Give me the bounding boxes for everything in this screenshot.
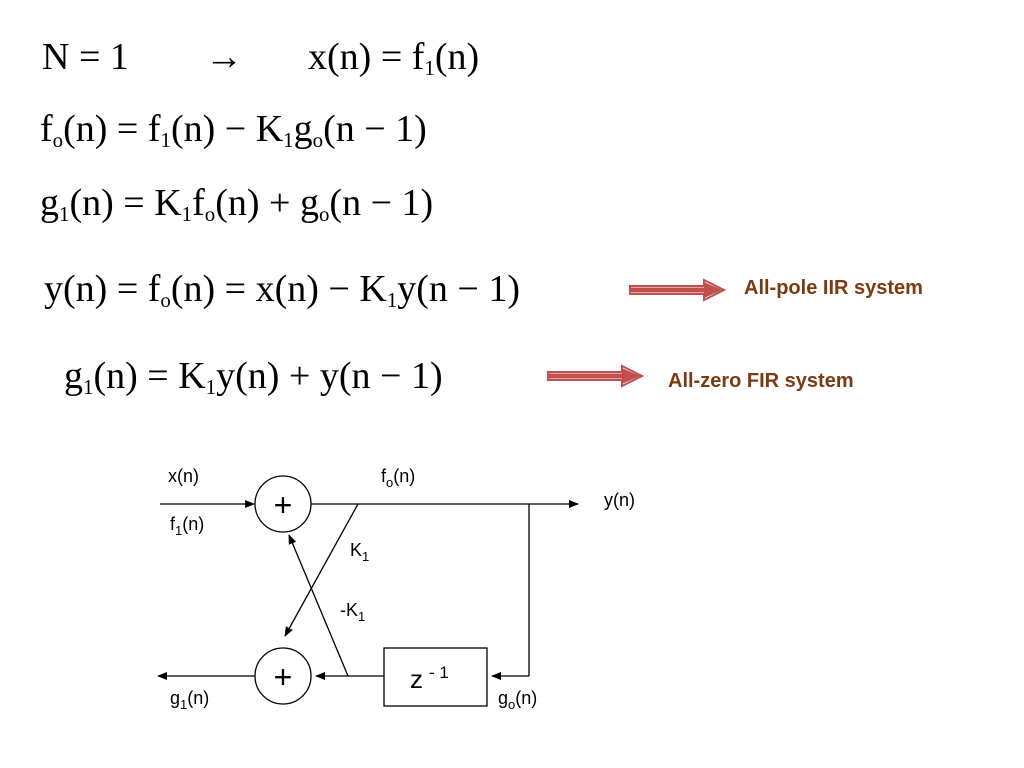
delay-label: z- 1: [410, 663, 449, 694]
adder-plus-top: +: [274, 487, 293, 523]
adder-plus-bottom: +: [274, 659, 293, 695]
label-yn: y(n): [604, 490, 635, 510]
k1-cross-path: [284, 503, 359, 637]
note-all-zero: All-zero FIR system: [668, 370, 854, 392]
equation-g1: g1(n) = K1fo(n) + go(n − 1): [40, 182, 434, 226]
label-go: go(n): [498, 688, 537, 712]
label-g1: g1(n): [170, 688, 209, 712]
delay-box: [383, 647, 488, 707]
equation-y-all-pole: y(n) = fo(n) = x(n) − K1y(n − 1): [44, 268, 521, 312]
label-xn: x(n): [168, 466, 199, 486]
arrow-all-pole-icon: [629, 278, 727, 302]
arrow-all-zero-icon: [547, 364, 645, 388]
label-k1: K1: [350, 540, 369, 564]
note-all-pole: All-pole IIR system: [744, 277, 923, 299]
equation-g1-all-zero: g1(n) = K1y(n) + y(n − 1): [64, 355, 443, 399]
equation-n-equals-1: N = 1: [42, 36, 129, 78]
equation-arrow: →: [205, 36, 243, 78]
label-fo: fo(n): [381, 466, 415, 490]
label-f1: f1(n): [170, 514, 204, 538]
equation-x-equals-f1: x(n) = f1(n): [308, 36, 480, 80]
equation-fo: fo(n) = f1(n) − K1go(n − 1): [40, 108, 427, 152]
label-minus-k1: -K1: [340, 600, 365, 624]
minus-k1-cross-path: [288, 534, 349, 677]
